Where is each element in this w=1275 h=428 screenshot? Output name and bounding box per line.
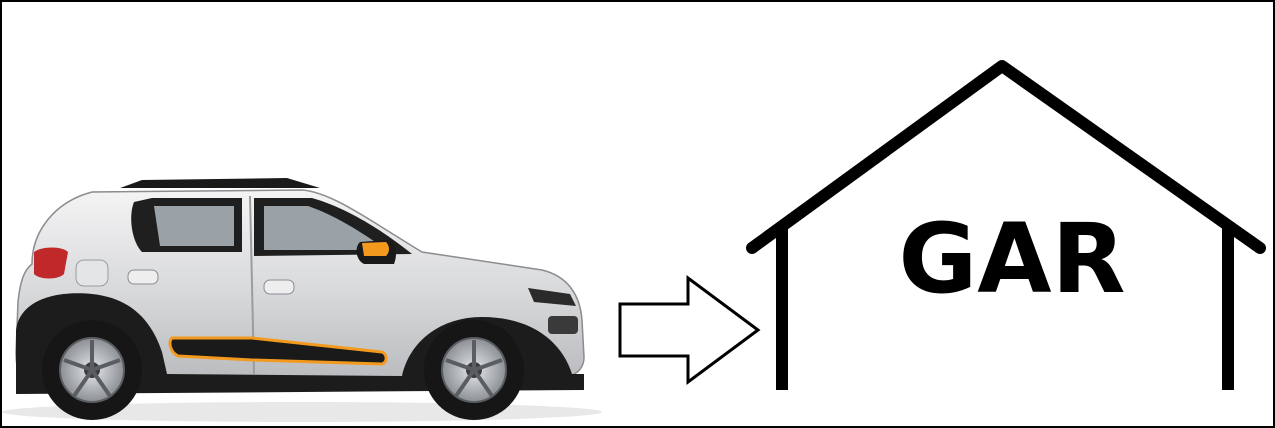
garage-icon: GAR bbox=[746, 60, 1266, 390]
car-fuel-flap bbox=[75, 259, 109, 287]
car-rear-door-handle bbox=[127, 269, 159, 285]
garage-roof bbox=[746, 60, 1266, 254]
car-rear-glass bbox=[154, 206, 234, 246]
car-front-wheel bbox=[424, 320, 524, 420]
car-rear-wheel bbox=[42, 320, 142, 420]
car-taillight bbox=[34, 247, 68, 279]
car-front-glass bbox=[264, 206, 387, 250]
garage-label: GAR bbox=[898, 203, 1125, 315]
car-front-door-handle bbox=[263, 279, 295, 295]
car-side-trim bbox=[168, 336, 388, 366]
car-icon bbox=[2, 178, 602, 422]
right-arrow-icon bbox=[618, 275, 761, 385]
car-mirror-cap bbox=[362, 242, 389, 256]
car-front-grille bbox=[548, 316, 578, 334]
car-roof-rail bbox=[120, 178, 320, 188]
car-headlight bbox=[528, 288, 576, 306]
